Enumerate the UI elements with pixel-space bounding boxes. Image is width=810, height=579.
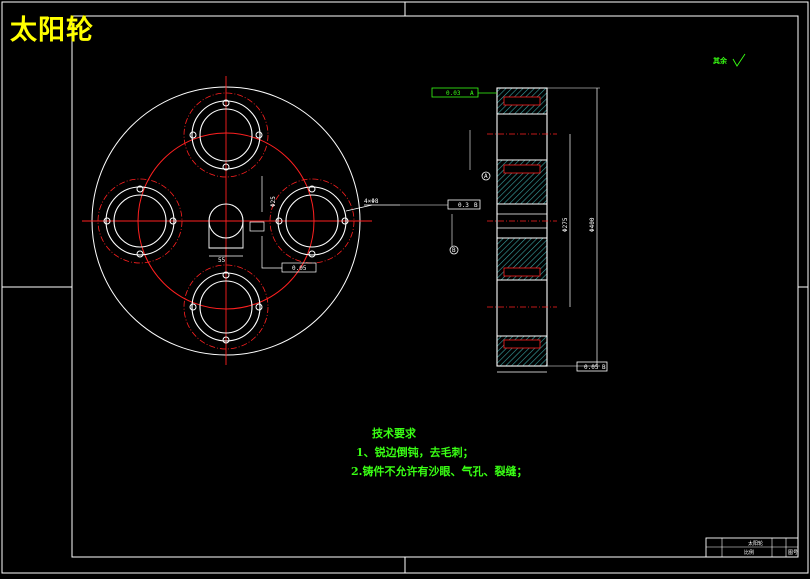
tol-bottom-text: 0.05 <box>584 364 599 371</box>
hole-callout: 4×Φ8 <box>364 198 379 205</box>
bore-slot-3 <box>503 267 541 277</box>
tol-box-front-text: 0.05 <box>292 265 307 272</box>
tol-box-front <box>281 262 317 273</box>
bore-slot-1 <box>503 96 541 106</box>
tol-bottom-ref: B <box>602 364 606 371</box>
dim-bottom-text: 55 <box>218 257 226 264</box>
tech-requirements-title: 技术要求 <box>372 427 416 440</box>
roughness-icon <box>732 53 746 67</box>
tol-top-frame <box>431 87 479 98</box>
tech-requirements-line-1: 1、锐边倒钝，去毛刺； <box>356 446 474 459</box>
tol-bottom-frame <box>576 361 608 372</box>
dim-vert-text: Φ25 <box>270 196 277 207</box>
center-keyway <box>208 221 244 249</box>
side-view: Φ400 Φ275 0.03 A 0.3 B 0.05 B A B <box>400 87 608 373</box>
bore-bottom <box>183 264 269 350</box>
leader-hole <box>345 204 373 212</box>
datum-a-circle <box>481 171 491 181</box>
dim-outer-text: Φ400 <box>589 217 596 232</box>
bore-slot-2 <box>503 164 541 174</box>
title-block-scale: 比例 <box>744 550 755 556</box>
datum-a-label: A <box>484 173 488 180</box>
title-block-frame <box>705 537 799 558</box>
side-outline <box>496 87 548 367</box>
tol-top-ref: A <box>470 90 474 97</box>
title-block-name: 太阳轮 <box>748 541 764 547</box>
roughness-note: 其余 <box>713 56 727 65</box>
datum-b-label: B <box>452 247 456 254</box>
datum-box-front <box>249 221 265 232</box>
dim-inner-text: Φ275 <box>562 217 569 232</box>
tech-requirements-line-2: 2.铸件不允许有沙眼、气孔、裂缝； <box>351 465 528 478</box>
tol-mid-text: 0.3 <box>458 202 469 209</box>
leader-front <box>261 236 282 269</box>
tol-mid-ref: B <box>474 202 478 209</box>
title-block-number: 图号 <box>788 550 799 556</box>
front-view: 55 Φ25 0.05 4×Φ8 <box>82 76 400 365</box>
tol-mid-frame <box>447 199 481 210</box>
datum-b-circle <box>449 245 459 255</box>
bore-top <box>183 92 269 178</box>
bore-slot-4 <box>503 339 541 349</box>
title-block <box>705 537 799 558</box>
bore-right <box>269 178 355 264</box>
tol-top-text: 0.03 <box>446 90 461 97</box>
bore-left <box>97 178 183 264</box>
drawing-title: 太阳轮 <box>10 15 94 46</box>
